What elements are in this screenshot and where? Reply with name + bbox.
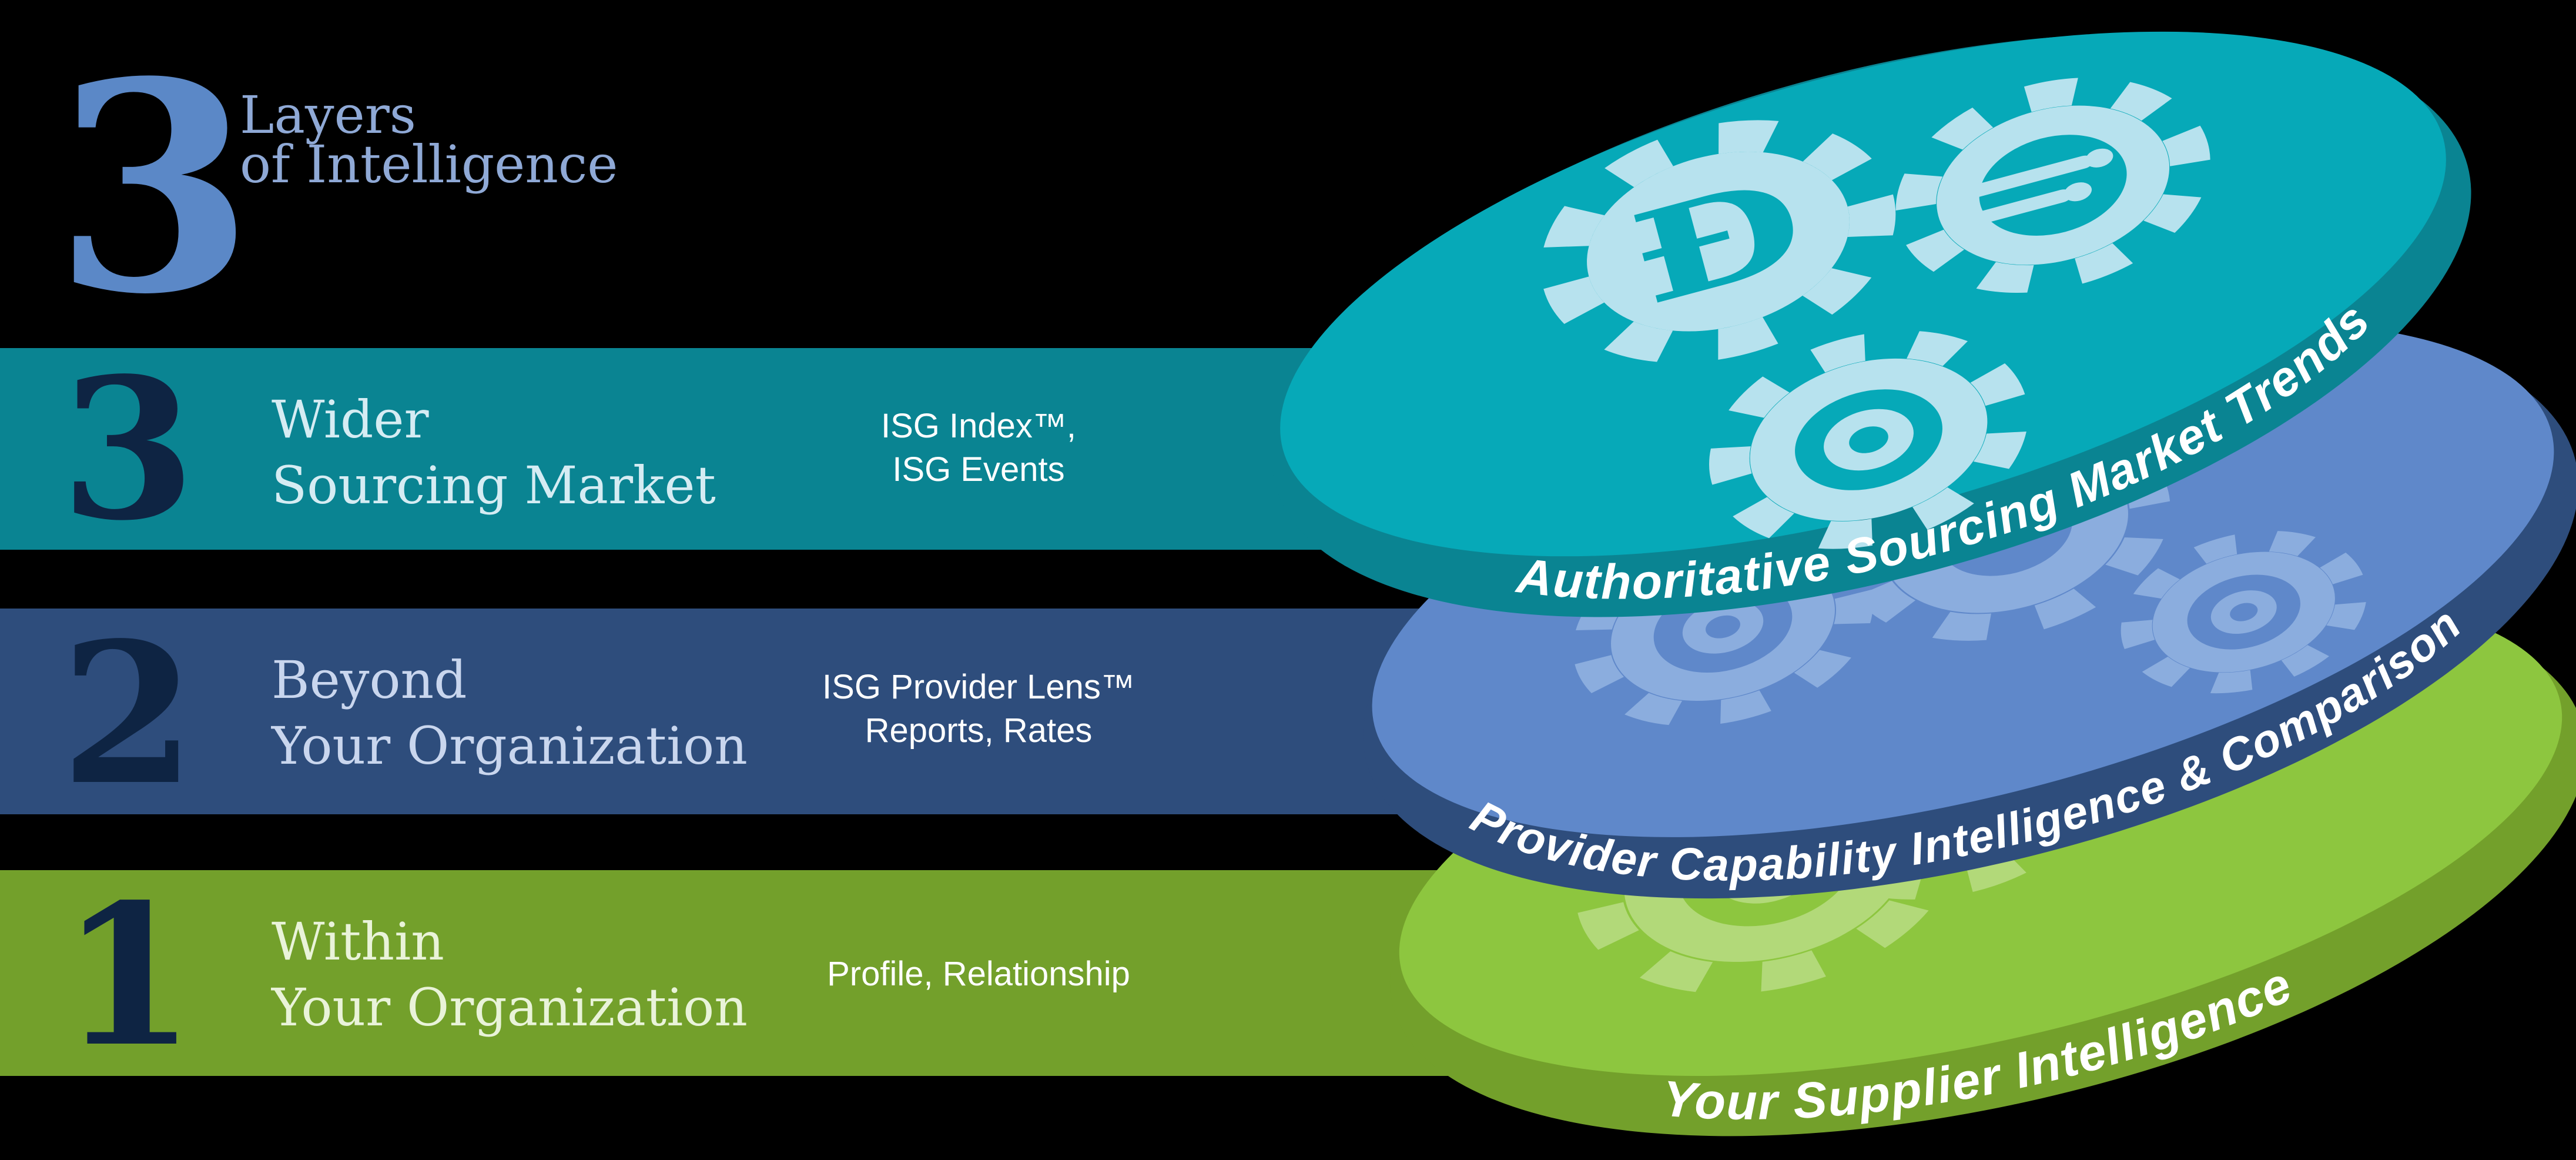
gear-circuit-icon [1895,78,2210,293]
header-big-number: 3 [54,19,254,357]
disc-authoritative-sourcing: Ð Authoritative Sourcing Market Trends [1271,31,2471,674]
layer-1-title-line-2: Your Organization [271,977,748,1038]
header-line-1: Layers [240,85,416,145]
layer-2-title-line-1: Beyond [272,650,467,710]
layer-2-number: 2 [61,600,196,828]
gear-icon [2121,530,2367,694]
layer-3-title-line-2: Sourcing Market [272,455,716,516]
gear-icon: Ð [1540,120,1896,363]
layer-1-number: 1 [61,861,196,1089]
header-line-2: of Intelligence [240,134,618,195]
layer-1-detail-line-1: Profile, Relationship [827,955,1130,993]
layer-2-detail-line-2: Reports, Rates [865,711,1093,750]
layer-bar-2 [0,609,1505,814]
layer-2-title-line-2: Your Organization [271,716,748,776]
layer-2-detail-line-1: ISG Provider Lens™ [822,668,1135,706]
layer-3-detail-line-1: ISG Index™, [881,407,1076,445]
layer-1-title-line-1: Within [272,911,444,972]
gear-icon [1709,330,2028,549]
layer-3-number: 3 [61,335,196,563]
layer-3-detail-line-2: ISG Events [892,450,1064,489]
layer-bar-3 [0,348,1458,550]
layer-bar-1 [0,870,1540,1076]
layer-3-title-line-1: Wider [272,389,429,450]
